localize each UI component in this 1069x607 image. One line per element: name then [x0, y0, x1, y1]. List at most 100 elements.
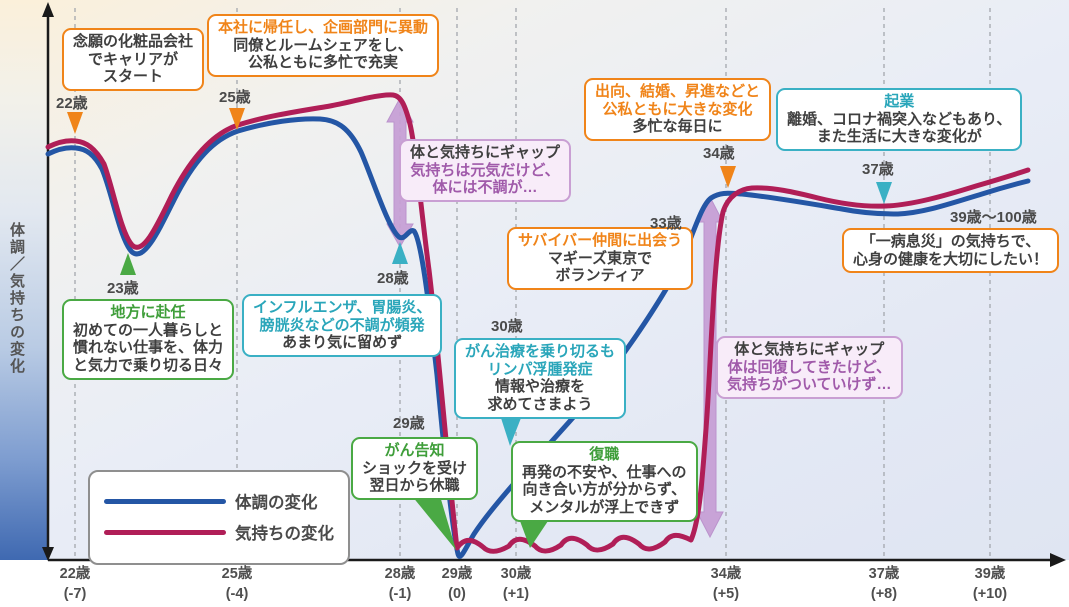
legend-item-physical: 体調の変化	[104, 489, 334, 513]
annotation-line: 地方に赴任	[110, 304, 186, 321]
annotation-line: 離婚、コロナ禍突入などもあり、	[787, 110, 1012, 128]
annotation-line: 体には不調が…	[432, 179, 538, 197]
annotation-survivor: サバイバー仲間に出会う マギーズ東京で ボランティア	[507, 227, 694, 291]
annotation-line: スタート	[103, 68, 164, 86]
annotation-line: 念願の化粧品会社	[73, 33, 194, 50]
x-tick-rel: (-4)	[225, 585, 249, 602]
marker-triangle-22	[67, 112, 83, 134]
age-label-23: 23歳	[107, 280, 139, 297]
annotation-line: でキャリアが	[88, 50, 179, 68]
y-axis-arrow-down	[42, 547, 54, 561]
annotation-line: 求めてさまよう	[487, 396, 593, 414]
annotation-line: 「一病息災」の気持ちで、	[860, 233, 1041, 250]
x-tick-age: 25歳	[221, 566, 253, 582]
annotation-line: 膀胱炎などの不調が頻発	[259, 316, 425, 334]
annotation-line: 情報や治療を	[495, 378, 586, 396]
x-tick-age: 34歳	[710, 566, 742, 582]
annotation-line: サバイバー仲間に出会う	[518, 232, 683, 249]
age-label-33: 33歳	[650, 215, 682, 232]
return-work-box-tail	[520, 521, 548, 548]
annotation-line: また生活に大きな変化が	[816, 128, 982, 146]
annotation-line: 翌日から休職	[369, 477, 460, 495]
annotation-line: 出向、結婚、昇進などと	[595, 83, 761, 100]
x-tick-age: 30歳	[500, 566, 532, 582]
age-label-34: 34歳	[703, 145, 735, 162]
annotation-line: がん治療を乗り切るも	[465, 343, 616, 360]
marker-triangle-23	[120, 253, 136, 275]
x-tick-30: 30歳 (+1)	[487, 565, 545, 604]
x-tick-37: 37歳 (+8)	[855, 565, 913, 604]
legend-item-feelings: 気持ちの変化	[104, 520, 334, 544]
annotation-return-work: 復職 再発の不安や、仕事への 向き合い方が分からず、 メンタルが浮上できず	[511, 441, 698, 522]
physical-condition-line	[45, 116, 1031, 559]
annotation-influenza: インフルエンザ、胃腸炎、 膀胱炎などの不調が頻発 あまり気に留めず	[242, 294, 443, 358]
annotation-line: ショックを受け	[362, 459, 468, 477]
feelings-line-swatch	[104, 529, 226, 535]
annotation-line: 向き合い方が分からず、	[522, 481, 687, 499]
x-tick-rel: (0)	[448, 585, 466, 602]
x-tick-rel: (+1)	[502, 585, 530, 602]
annotation-line: 本社に帰任し、企画部門に異動	[218, 19, 429, 36]
age-label-30: 30歳	[491, 318, 523, 335]
annotation-line: と気力で乗り切る日々	[73, 357, 224, 375]
annotation-health-motto: 「一病息災」の気持ちで、 心身の健康を大切にしたい！	[842, 228, 1060, 274]
x-tick-rel: (-7)	[63, 585, 87, 602]
marker-triangle-28	[392, 242, 408, 264]
legend-label: 体調の変化	[235, 494, 318, 512]
annotation-line: 初めての一人暮らしと	[73, 321, 224, 339]
x-axis-arrow-right	[1050, 553, 1066, 567]
y-axis-label: 体調／気持ちの変化	[8, 222, 25, 375]
annotation-line: 慣れない仕事を、体力	[73, 339, 224, 357]
axis-label-strip	[0, 560, 1069, 607]
annotation-treatment: がん治療を乗り切るも リンパ浮腫発症 情報や治療を 求めてさまよう	[454, 338, 627, 419]
marker-triangle-25	[229, 108, 245, 130]
x-tick-rel: (+8)	[870, 585, 898, 602]
x-tick-39: 39歳 (+10)	[961, 565, 1019, 604]
left-gradient-strip	[0, 0, 48, 560]
x-tick-29: 29歳 (0)	[428, 565, 486, 604]
diagnosis-box-tail	[412, 496, 456, 550]
annotation-line: がん告知	[384, 442, 445, 459]
annotation-line: マギーズ東京で	[547, 249, 653, 267]
annotation-line: 同僚とルームシェアをし、	[233, 36, 413, 54]
x-tick-rel: (+5)	[712, 585, 740, 602]
annotation-line: あまり気に留めず	[282, 334, 403, 352]
age-label-29: 29歳	[393, 415, 425, 432]
annotation-line: 体と気持ちにギャップ	[734, 341, 885, 358]
legend-label: 気持ちの変化	[235, 525, 334, 543]
annotation-line: 公私ともに大きな変化	[602, 100, 753, 118]
annotation-line: ボランティア	[555, 267, 645, 285]
annotation-career-start: 念願の化粧品会社 でキャリアが スタート	[62, 28, 205, 92]
legend: 体調の変化 気持ちの変化	[88, 470, 350, 565]
annotation-line: 心身の健康を大切にしたい！	[853, 250, 1049, 268]
x-tick-age: 28歳	[384, 566, 416, 582]
x-tick-rel: (+10)	[972, 585, 1008, 602]
annotation-line: 気持ちは元気だけど、	[410, 161, 560, 179]
x-tick-25: 25歳 (-4)	[208, 565, 266, 604]
annotation-line: 体は回復してきたけど、	[727, 358, 891, 376]
annotation-startup: 起業 離婚、コロナ禍突入などもあり、 また生活に大きな変化が	[776, 88, 1023, 152]
x-tick-age: 29歳	[441, 566, 473, 582]
age-label-37: 37歳	[862, 161, 894, 178]
annotation-gap-1: 体と気持ちにギャップ 気持ちは元気だけど、 体には不調が…	[399, 139, 572, 203]
annotation-headquarters: 本社に帰任し、企画部門に異動 同僚とルームシェアをし、 公私ともに多忙で充実	[207, 14, 440, 78]
annotation-life-changes: 出向、結婚、昇進などと 公私ともに大きな変化 多忙な毎日に	[584, 78, 772, 142]
annotation-relocation: 地方に赴任 初めての一人暮らしと 慣れない仕事を、体力 と気力で乗り切る日々	[62, 299, 235, 380]
annotation-line: 復職	[589, 446, 620, 463]
treatment-box-tail	[501, 418, 521, 446]
x-tick-age: 39歳	[974, 566, 1006, 582]
annotation-line: 気持ちがついていけず…	[727, 376, 892, 394]
annotation-line: 公私ともに多忙で充実	[248, 54, 399, 72]
annotation-line: 多忙な毎日に	[632, 118, 723, 136]
annotation-gap-2: 体と気持ちにギャップ 体は回復してきたけど、 気持ちがついていけず…	[716, 336, 903, 400]
marker-triangle-34	[720, 166, 736, 188]
y-axis-arrow-up	[42, 2, 54, 17]
x-tick-age: 37歳	[868, 566, 900, 582]
x-tick-28: 28歳 (-1)	[371, 565, 429, 604]
annotation-diagnosis: がん告知 ショックを受け 翌日から休職	[351, 437, 479, 501]
annotation-line: メンタルが浮上できず	[529, 499, 680, 517]
annotation-line: リンパ浮腫発症	[487, 360, 593, 378]
x-tick-34: 34歳 (+5)	[697, 565, 755, 604]
feelings-line	[45, 92, 1031, 554]
